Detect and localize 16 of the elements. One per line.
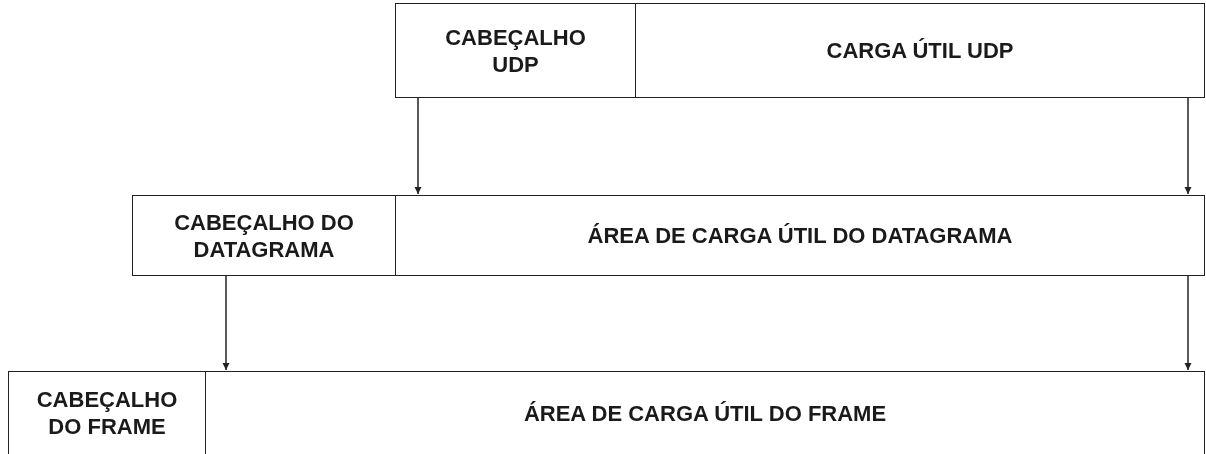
field-label: CARGA ÚTIL UDP	[826, 37, 1014, 64]
arrow	[1184, 275, 1192, 371]
packet-field-box	[395, 3, 636, 98]
packet-field-box	[8, 371, 206, 454]
field-label: ÁREA DE CARGA ÚTIL DO FRAME	[523, 399, 887, 427]
arrow	[222, 275, 230, 371]
packet-field-box	[395, 195, 1205, 276]
packet-field-box	[132, 195, 396, 276]
field-label: CABEÇALHO DO DATAGRAMA	[173, 208, 355, 263]
arrow	[1184, 97, 1192, 195]
field-label: CABEÇALHO DO FRAME	[35, 386, 179, 440]
arrow	[414, 97, 422, 195]
field-label: ÁREA DE CARGA ÚTIL DO DATAGRAMA	[587, 222, 1013, 249]
packet-field-box	[635, 3, 1205, 98]
field-label: CABEÇALHO UDP	[444, 23, 587, 78]
packet-field-box	[205, 371, 1205, 454]
